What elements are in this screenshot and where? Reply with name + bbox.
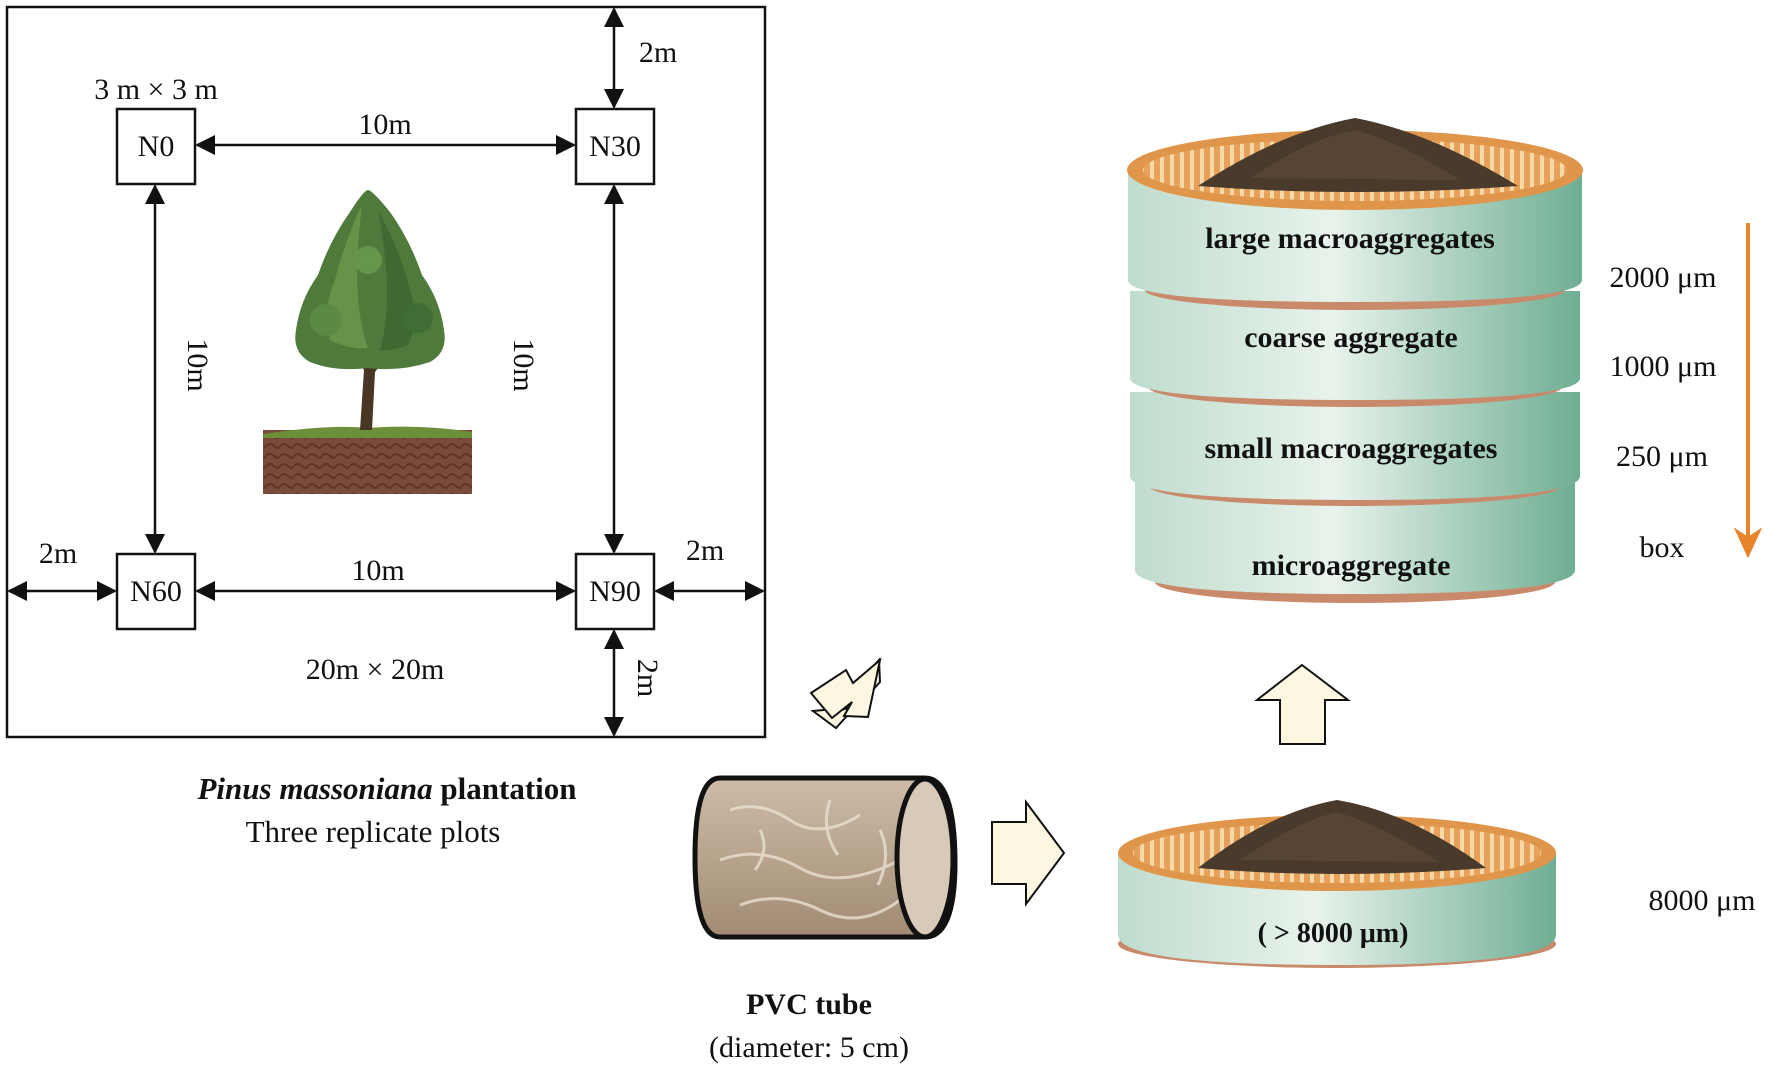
species-name: Pinus massoniana (196, 771, 432, 806)
plot-label-n30: N30 (589, 130, 641, 163)
label-right-spacing: 10m (507, 338, 540, 391)
sieve-layer-2 (1130, 291, 1580, 407)
plot-box-n90 (574, 552, 656, 631)
single-sieve (1118, 800, 1556, 968)
stack-layer-label-3: small macroaggregates (1205, 432, 1498, 465)
single-sieve-mesh-label: 8000 μm (1649, 884, 1756, 917)
caption-line2: Three replicate plots (246, 814, 501, 849)
label-bottom-spacing: 10m (351, 554, 404, 587)
label-margin-right: 2m (686, 534, 724, 567)
flow-arrow-sieve-to-stack (1254, 663, 1351, 745)
stack-layer-label-4: microaggregate (1252, 549, 1451, 582)
stack-mesh-label-2: 1000 μm (1610, 350, 1717, 383)
stack-mesh-label-1: 2000 μm (1610, 261, 1717, 294)
flow-arrow-plot-to-tube-shape (809, 657, 882, 720)
label-top-spacing: 10m (358, 108, 411, 141)
plot-size-label: 3 m × 3 m (94, 73, 218, 106)
sieve-layer-3 (1130, 392, 1580, 506)
stand-size-label: 20m × 20m (306, 653, 445, 686)
pvc-tube-subtitle: (diameter: 5 cm) (709, 1031, 909, 1064)
label-margin-left: 2m (39, 537, 77, 570)
pine-tree-icon (263, 190, 472, 494)
single-sieve-label: ( > 8000 μm) (1258, 918, 1409, 949)
stack-layer-label-2: coarse aggregate (1244, 321, 1458, 354)
stack-mesh-label-3: 250 μm (1616, 440, 1708, 473)
plot-label-n90: N90 (589, 575, 641, 608)
sieve-layer-1 (1127, 118, 1583, 310)
label-left-spacing: 10m (181, 338, 214, 391)
label-margin-top: 2m (639, 36, 677, 69)
label-margin-bottom: 2m (631, 659, 664, 697)
pvc-tube-title: PVC tube (746, 988, 872, 1021)
flow-arrow-tube-to-sieve (991, 798, 1066, 908)
plot-label-n0: N0 (138, 130, 175, 163)
pvc-tube-icon (692, 775, 958, 940)
stand-border (5, 5, 767, 739)
plot-label-n60: N60 (130, 575, 182, 608)
plot-layout: N0 N30 N60 N90 3 m × 3 m 10m 10m 10m 10m… (5, 5, 767, 739)
caption-suffix: plantation (433, 771, 577, 806)
sieving-direction-arrowhead (1733, 527, 1763, 559)
sieve-layer-4 (1135, 478, 1575, 603)
stack-mesh-label-4: box (1640, 531, 1685, 564)
stack-layer-label-1: large macroaggregates (1205, 222, 1495, 255)
plantation-caption: Pinus massoniana plantation (196, 771, 576, 806)
sieve-stack (1127, 118, 1583, 603)
